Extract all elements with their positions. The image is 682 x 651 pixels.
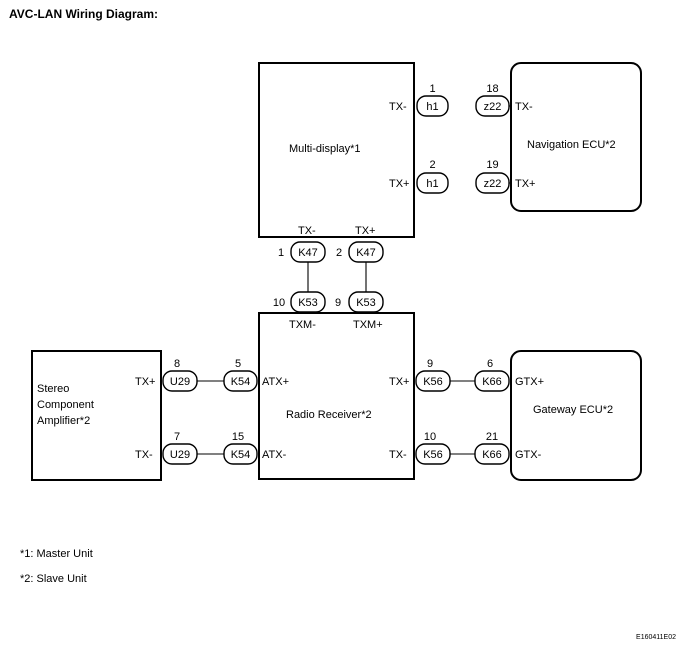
connector-k66-bottom-label: K66 (482, 449, 502, 461)
pin-z22-top: 18 (486, 83, 498, 95)
connector-u29-top-label: U29 (170, 376, 190, 388)
connector-k56-bottom-label: K56 (423, 449, 443, 461)
connector-h1-bottom-label: h1 (426, 178, 438, 190)
connector-k56-bottom (415, 443, 451, 465)
connector-u29-bottom (162, 443, 198, 465)
nav-tx-minus-terminal: TX- (515, 101, 533, 113)
connector-k47-right (348, 241, 384, 263)
diagram-title: AVC-LAN Wiring Diagram: (9, 7, 158, 21)
md-bottom-tx-minus-terminal: TX- (298, 225, 316, 237)
pin-h1-bottom: 2 (429, 159, 435, 171)
rr-atx-minus-terminal: ATX- (262, 449, 287, 461)
md-tx-plus-terminal: TX+ (389, 178, 409, 190)
connector-k47-left-label: K47 (298, 247, 318, 259)
connector-u29-bottom-label: U29 (170, 449, 190, 461)
connector-k54-bottom (223, 443, 258, 465)
rr-tx-minus-terminal: TX- (389, 449, 407, 461)
connector-k54-bottom-label: K54 (231, 449, 251, 461)
connector-u29-top (162, 370, 198, 392)
connector-k53-left (290, 291, 326, 313)
pin-k53-right: 9 (335, 297, 341, 309)
multi-display-label: Multi-display*1 (289, 143, 361, 155)
amp-tx-plus-terminal: TX+ (135, 376, 155, 388)
pin-k47-left: 1 (278, 247, 284, 259)
pin-k47-right: 2 (336, 247, 342, 259)
connector-k53-right-label: K53 (356, 297, 376, 309)
pin-k56-bottom: 10 (424, 431, 436, 443)
nav-tx-plus-terminal: TX+ (515, 178, 535, 190)
connector-k47-left (290, 241, 326, 263)
connector-k56-top-label: K56 (423, 376, 443, 388)
gateway-ecu-label: Gateway ECU*2 (533, 404, 613, 416)
connector-k66-top (474, 370, 510, 392)
rr-txm-minus-terminal: TXM- (289, 319, 316, 331)
radio-receiver-box (258, 312, 415, 480)
connector-h1-bottom (416, 172, 449, 194)
pin-k66-top: 6 (487, 358, 493, 370)
pin-k53-left: 10 (273, 297, 285, 309)
pin-k54-bottom: 15 (232, 431, 244, 443)
rr-atx-plus-terminal: ATX+ (262, 376, 289, 388)
footnote-master-unit: *1: Master Unit (20, 548, 93, 560)
stereo-amplifier-box (31, 350, 162, 481)
connector-z22-bottom-label: z22 (484, 178, 502, 190)
connector-z22-top (475, 95, 510, 117)
connector-k66-top-label: K66 (482, 376, 502, 388)
gw-gtx-plus-terminal: GTX+ (515, 376, 544, 388)
connector-k54-top-label: K54 (231, 376, 251, 388)
connector-k54-top (223, 370, 258, 392)
footnote-slave-unit: *2: Slave Unit (20, 573, 87, 585)
pin-u29-top: 8 (174, 358, 180, 370)
figure-code: E160411E02 (636, 634, 676, 641)
stereo-amplifier-label-line2: Component (37, 399, 94, 411)
stereo-amplifier-label-line3: Amplifier*2 (37, 415, 90, 427)
amp-tx-minus-terminal: TX- (135, 449, 153, 461)
md-bottom-tx-plus-terminal: TX+ (355, 225, 375, 237)
rr-tx-plus-terminal: TX+ (389, 376, 409, 388)
connector-k66-bottom (474, 443, 510, 465)
connector-k47-right-label: K47 (356, 247, 376, 259)
connector-k53-left-label: K53 (298, 297, 318, 309)
pin-h1-top: 1 (429, 83, 435, 95)
connector-k56-top (415, 370, 451, 392)
connector-h1-top (416, 95, 449, 117)
pin-z22-bottom: 19 (486, 159, 498, 171)
rr-txm-plus-terminal: TXM+ (353, 319, 383, 331)
navigation-ecu-box (510, 62, 642, 212)
pin-k56-top: 9 (427, 358, 433, 370)
stereo-amplifier-label-line1: Stereo (37, 383, 69, 395)
multi-display-box (258, 62, 415, 238)
md-tx-minus-terminal: TX- (389, 101, 407, 113)
pin-k66-bottom: 21 (486, 431, 498, 443)
gateway-ecu-box (510, 350, 642, 481)
radio-receiver-label: Radio Receiver*2 (286, 409, 372, 421)
navigation-ecu-label: Navigation ECU*2 (527, 139, 616, 151)
connector-h1-top-label: h1 (426, 101, 438, 113)
pin-k54-top: 5 (235, 358, 241, 370)
pin-u29-bottom: 7 (174, 431, 180, 443)
connector-z22-top-label: z22 (484, 101, 502, 113)
connector-z22-bottom (475, 172, 510, 194)
connector-k53-right (348, 291, 384, 313)
gw-gtx-minus-terminal: GTX- (515, 449, 542, 461)
